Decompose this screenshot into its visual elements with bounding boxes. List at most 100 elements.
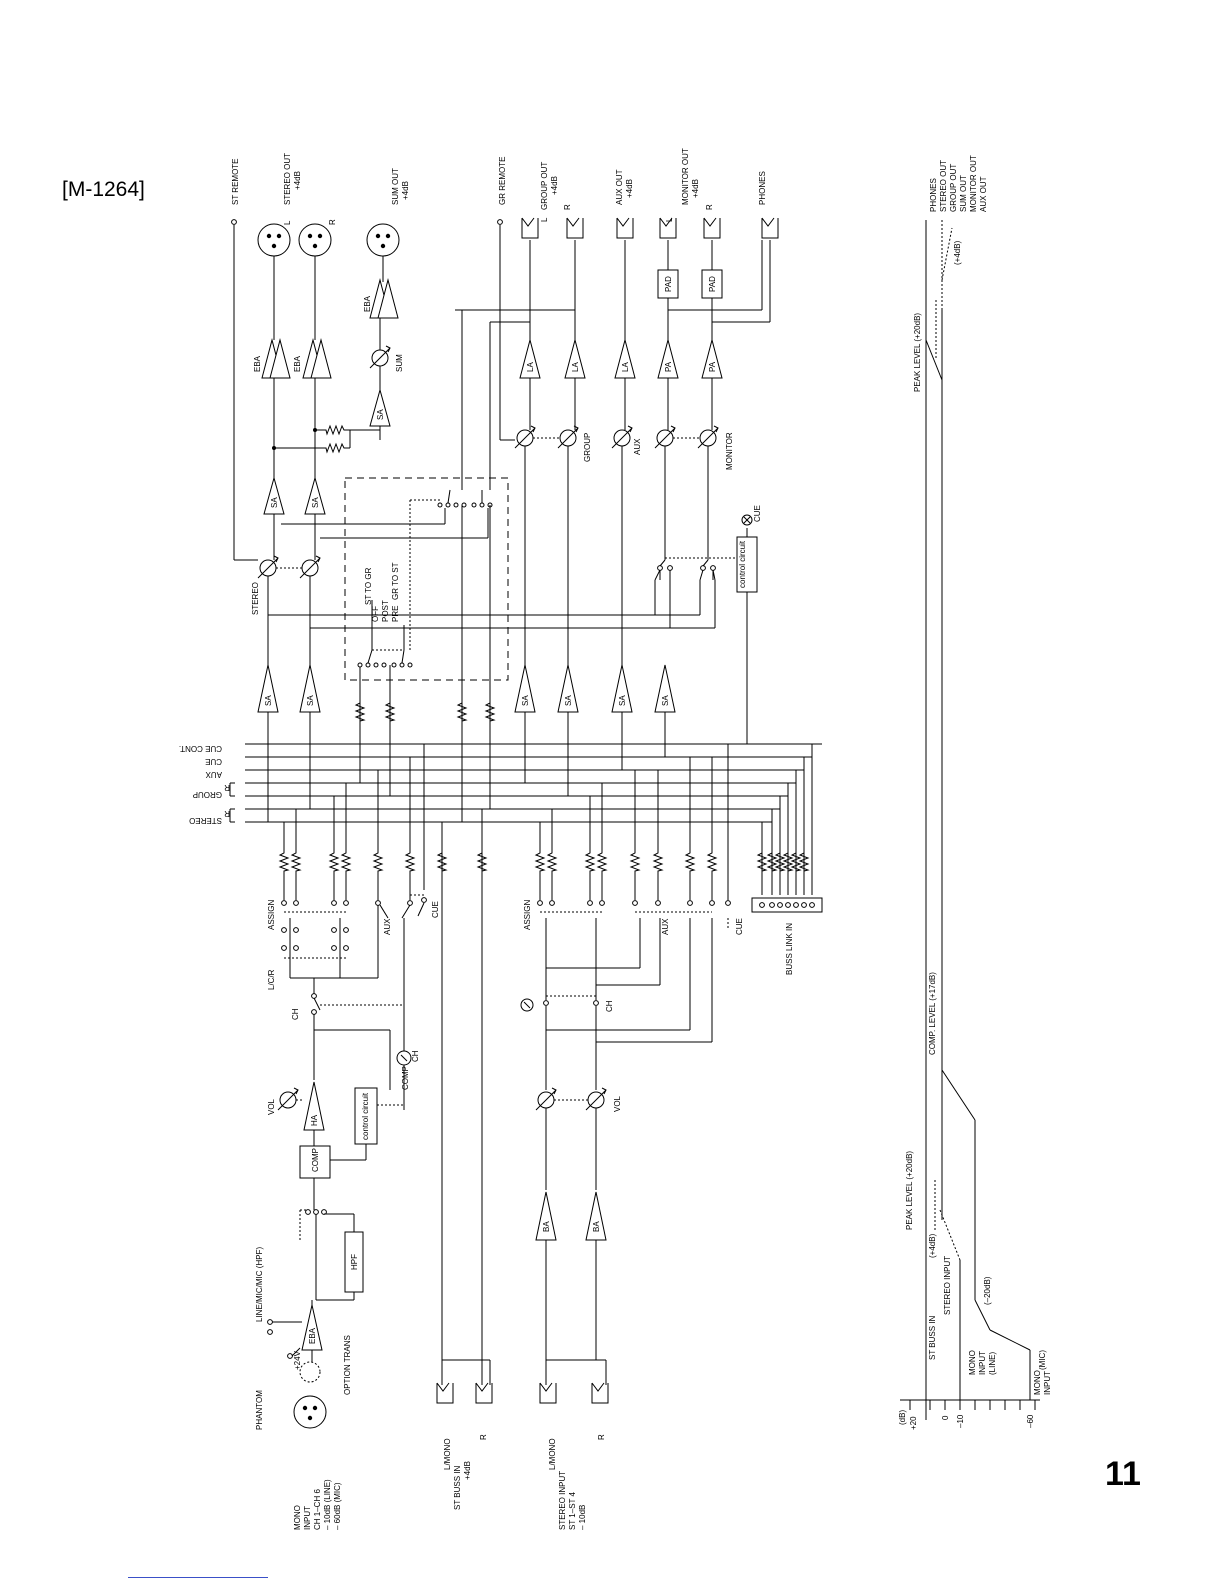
label-group: GROUP [583, 433, 592, 462]
label-stereo-out-level: +4dB [293, 171, 302, 190]
label-eba-in: EBA [308, 1327, 317, 1344]
level-axis-tick-0: 0 [941, 1415, 950, 1420]
label-vol-mono: VOL [267, 1098, 276, 1115]
level-legend-group-out: GROUP OUT [949, 164, 958, 212]
level-bottom-ref: (+4dB) [928, 1233, 937, 1258]
bus-stereo: STEREO [189, 816, 222, 825]
label-gr-to-st: GR TO ST [391, 562, 400, 600]
label-sa-grp-l: SA [521, 695, 530, 706]
label-ha: HA [310, 1114, 319, 1126]
label-option-trans: OPTION TRANS [343, 1335, 352, 1395]
label-line-mic-hpf: LINE/MIC/MIC (HPF) [255, 1247, 264, 1322]
label-sa-r: SA [311, 497, 320, 508]
level-legend-monitor-out: MONITOR OUT [969, 155, 978, 212]
bus-aux: AUX [205, 770, 222, 779]
level-bottom-mono-mic-2: (MIC) [1038, 1350, 1047, 1370]
level-bottom-comp: COMP. LEVEL (+17dB) [928, 972, 937, 1055]
label-aux-out: AUX OUT [615, 169, 624, 205]
label-eba-sum: EBA [363, 295, 372, 312]
bus-lines [229, 743, 822, 823]
label-cue-stereo: CUE [735, 918, 744, 935]
label-ba-l: BA [542, 1221, 551, 1232]
level-top-ref: (+4dB) [953, 240, 962, 265]
level-bottom-mono-mic-0: MONO [1033, 1370, 1042, 1395]
label-mono-input-3: – 10dB (LINE) [323, 1479, 332, 1530]
level-bottom-minus20: (–20dB) [983, 1276, 992, 1305]
diagram-labels: ST REMOTE L STEREO OUT +4dB R SUM OUT +4… [231, 148, 794, 1530]
label-aux: AUX [633, 438, 642, 455]
level-legend-aux-out: AUX OUT [979, 176, 988, 212]
label-cue-led: CUE [753, 505, 762, 522]
label-monitor-l: L [665, 217, 674, 222]
label-stereo-out: STEREO OUT [283, 153, 292, 205]
label-stereo-input-r: R [597, 1434, 606, 1440]
footer-rule [128, 1577, 268, 1578]
label-monitor-out: MONITOR OUT [681, 148, 690, 205]
label-monitor-r: R [705, 204, 714, 210]
label-sum: SUM [395, 354, 404, 372]
level-axis-tick-plus20: +20 [909, 1416, 918, 1430]
label-eba-l: EBA [253, 355, 262, 372]
level-bottom-peak: PEAK LEVEL (+20dB) [905, 1151, 914, 1230]
level-diagram-top: PEAK LEVEL (+20dB) (+4dB) PHONES STEREO … [913, 155, 988, 1050]
label-stereo: STEREO [251, 582, 260, 615]
label-sa-aux: SA [618, 695, 627, 706]
label-phantom-voltage: +24V [293, 1350, 302, 1370]
bus-cue-cont: CUE CONT. [179, 744, 222, 753]
label-sum-out: SUM OUT [391, 168, 400, 205]
label-vol-stereo: VOL [613, 1095, 622, 1112]
level-bottom-mono-line-2: (LINE) [988, 1352, 997, 1375]
label-group-r: R [563, 204, 572, 210]
level-bottom-mono-line-1: INPUT [978, 1351, 987, 1375]
label-ba-r: BA [592, 1221, 601, 1232]
label-comp-led: COMP [401, 1066, 410, 1090]
label-sa-grp-r: SA [564, 695, 573, 706]
label-sa-ch-r: SA [306, 695, 315, 706]
label-phones: PHONES [758, 171, 767, 205]
label-buss-link-in: BUSS LINK IN [785, 923, 794, 975]
label-group-l: L [540, 217, 549, 222]
page-number: 11 [1105, 1455, 1141, 1493]
level-axis-unit: (dB) [898, 1410, 907, 1425]
label-mono-input-4: – 60dB (MIC) [333, 1482, 342, 1530]
label-st-remote: ST REMOTE [231, 158, 240, 205]
label-sa-l: SA [270, 497, 279, 508]
label-control-circuit-top: control circuit [738, 540, 747, 588]
mono-input-connector [293, 1395, 327, 1429]
label-sa-mon: SA [661, 695, 670, 706]
bus-stereo-r: R [224, 809, 230, 818]
label-la-aux: LA [621, 362, 630, 372]
label-la-r: LA [571, 362, 580, 372]
label-gr-remote: GR REMOTE [498, 157, 507, 205]
label-ch-led: CH [411, 1050, 420, 1062]
label-mono-input-0: MONO [293, 1505, 302, 1530]
label-assign-mono: ASSIGN [267, 900, 276, 930]
label-pa-l: PA [664, 361, 673, 372]
label-mono-input-1: INPUT [303, 1506, 312, 1530]
label-lcr: L/C/R [267, 969, 276, 990]
label-sum-out-level: +4dB [401, 181, 410, 200]
label-aux-mono: AUX [383, 918, 392, 935]
label-st-buss-0: L/MONO [443, 1438, 452, 1470]
level-legend-phones: PHONES [929, 178, 938, 212]
label-group-out-level: +4dB [550, 176, 559, 195]
bus-labels: CUE CONT. CUE AUX R GROUP R STEREO [179, 744, 230, 825]
level-legend-stereo-out: STEREO OUT [939, 160, 948, 212]
label-stereo-input-0: L/MONO [548, 1438, 557, 1470]
level-bottom-st-buss-in: ST BUSS IN [928, 1315, 937, 1360]
stereo-out-r-connector [298, 223, 332, 257]
label-hpf: HPF [350, 1254, 359, 1270]
model-label: [M-1264] [62, 178, 145, 201]
label-comp-block: COMP [311, 1148, 320, 1172]
level-axis-tick-minus60: –60 [1026, 1414, 1035, 1428]
stereo-out-l-connector [257, 223, 291, 257]
level-top-peak: PEAK LEVEL (+20dB) [913, 313, 922, 392]
output-section [231, 217, 779, 822]
label-sa-ch-l: SA [264, 695, 273, 706]
label-stereo-input-1: STEREO INPUT [558, 1471, 567, 1530]
level-bottom-stereo-input: STEREO INPUT [943, 1256, 952, 1315]
label-cue-mono: CUE [431, 901, 440, 918]
level-axis-tick-minus10: –10 [956, 1414, 965, 1428]
bus-group: GROUP [193, 790, 222, 799]
label-assign-stereo: ASSIGN [523, 900, 532, 930]
